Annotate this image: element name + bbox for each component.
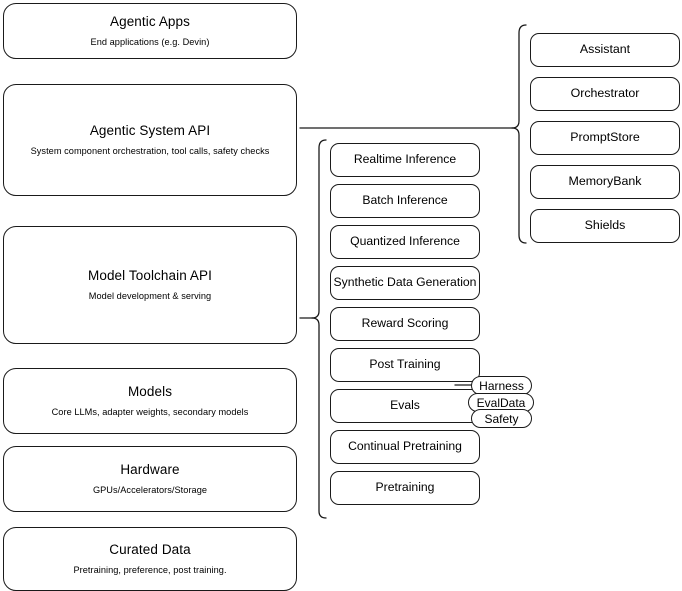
system-item-promptstore[interactable]: PromptStore — [530, 121, 680, 155]
toolchain-item-label: Continual Pretraining — [348, 439, 462, 454]
layer-subtitle: Model development & serving — [88, 290, 212, 301]
eval-pill-label: Harness — [479, 378, 524, 393]
eval-pill-harness[interactable]: Harness — [471, 376, 532, 395]
toolchain-item-label: Realtime Inference — [353, 152, 457, 167]
toolchain-item-label: Post Training — [369, 357, 441, 372]
layer-title: Agentic Apps — [109, 13, 190, 29]
eval-pill-label: Safety — [484, 411, 519, 426]
layer-subtitle: System component orchestration, tool cal… — [30, 145, 270, 156]
toolchain-item-pretraining[interactable]: Pretraining — [330, 471, 480, 505]
toolchain-item-label: Synthetic Data Generation — [333, 275, 477, 290]
system-item-memorybank[interactable]: MemoryBank — [530, 165, 680, 199]
toolchain-item-evals[interactable]: Evals — [330, 389, 480, 423]
layer-subtitle: GPUs/Accelerators/Storage — [92, 484, 208, 495]
layer-agentic-apps[interactable]: Agentic Apps End applications (e.g. Devi… — [3, 3, 297, 59]
toolchain-item-post-training[interactable]: Post Training — [330, 348, 480, 382]
toolchain-item-label: Batch Inference — [362, 193, 448, 208]
system-item-label: Assistant — [579, 42, 631, 57]
brace-toolchain-bottom — [311, 317, 327, 519]
layer-curated-data[interactable]: Curated Data Pretraining, preference, po… — [3, 527, 297, 591]
toolchain-item-synthetic-data-generation[interactable]: Synthetic Data Generation — [330, 266, 480, 300]
layer-agentic-system-api[interactable]: Agentic System API System component orch… — [3, 84, 297, 196]
brace-system-top — [511, 24, 527, 129]
system-item-label: MemoryBank — [568, 174, 642, 189]
toolchain-item-batch-inference[interactable]: Batch Inference — [330, 184, 480, 218]
layer-subtitle: End applications (e.g. Devin) — [90, 36, 210, 47]
layer-title: Curated Data — [109, 541, 191, 557]
layer-model-toolchain-api[interactable]: Model Toolchain API Model development & … — [3, 226, 297, 344]
layer-models[interactable]: Models Core LLMs, adapter weights, secon… — [3, 368, 297, 434]
eval-pill-label: EvalData — [476, 395, 526, 410]
system-item-label: PromptStore — [570, 130, 640, 145]
toolchain-item-realtime-inference[interactable]: Realtime Inference — [330, 143, 480, 177]
toolchain-item-quantized-inference[interactable]: Quantized Inference — [330, 225, 480, 259]
layer-subtitle: Core LLMs, adapter weights, secondary mo… — [51, 406, 249, 417]
layer-title: Models — [127, 383, 173, 399]
eval-pill-evaldata[interactable]: EvalData — [468, 393, 534, 412]
system-item-label: Shields — [584, 218, 626, 233]
layer-title: Agentic System API — [89, 122, 211, 138]
eval-pill-safety[interactable]: Safety — [471, 409, 532, 428]
brace-system-bottom — [511, 127, 527, 244]
toolchain-item-reward-scoring[interactable]: Reward Scoring — [330, 307, 480, 341]
layer-title: Model Toolchain API — [88, 267, 212, 283]
layer-subtitle: Pretraining, preference, post training. — [73, 564, 227, 575]
system-item-shields[interactable]: Shields — [530, 209, 680, 243]
system-item-label: Orchestrator — [570, 86, 640, 101]
toolchain-item-label: Pretraining — [375, 480, 435, 495]
system-item-assistant[interactable]: Assistant — [530, 33, 680, 67]
toolchain-item-continual-pretraining[interactable]: Continual Pretraining — [330, 430, 480, 464]
toolchain-item-label: Quantized Inference — [350, 234, 460, 249]
toolchain-item-label: Evals — [390, 398, 420, 413]
system-item-orchestrator[interactable]: Orchestrator — [530, 77, 680, 111]
toolchain-item-label: Reward Scoring — [361, 316, 449, 331]
brace-toolchain-top — [311, 139, 327, 319]
layer-title: Hardware — [120, 461, 180, 477]
layer-hardware[interactable]: Hardware GPUs/Accelerators/Storage — [3, 446, 297, 512]
